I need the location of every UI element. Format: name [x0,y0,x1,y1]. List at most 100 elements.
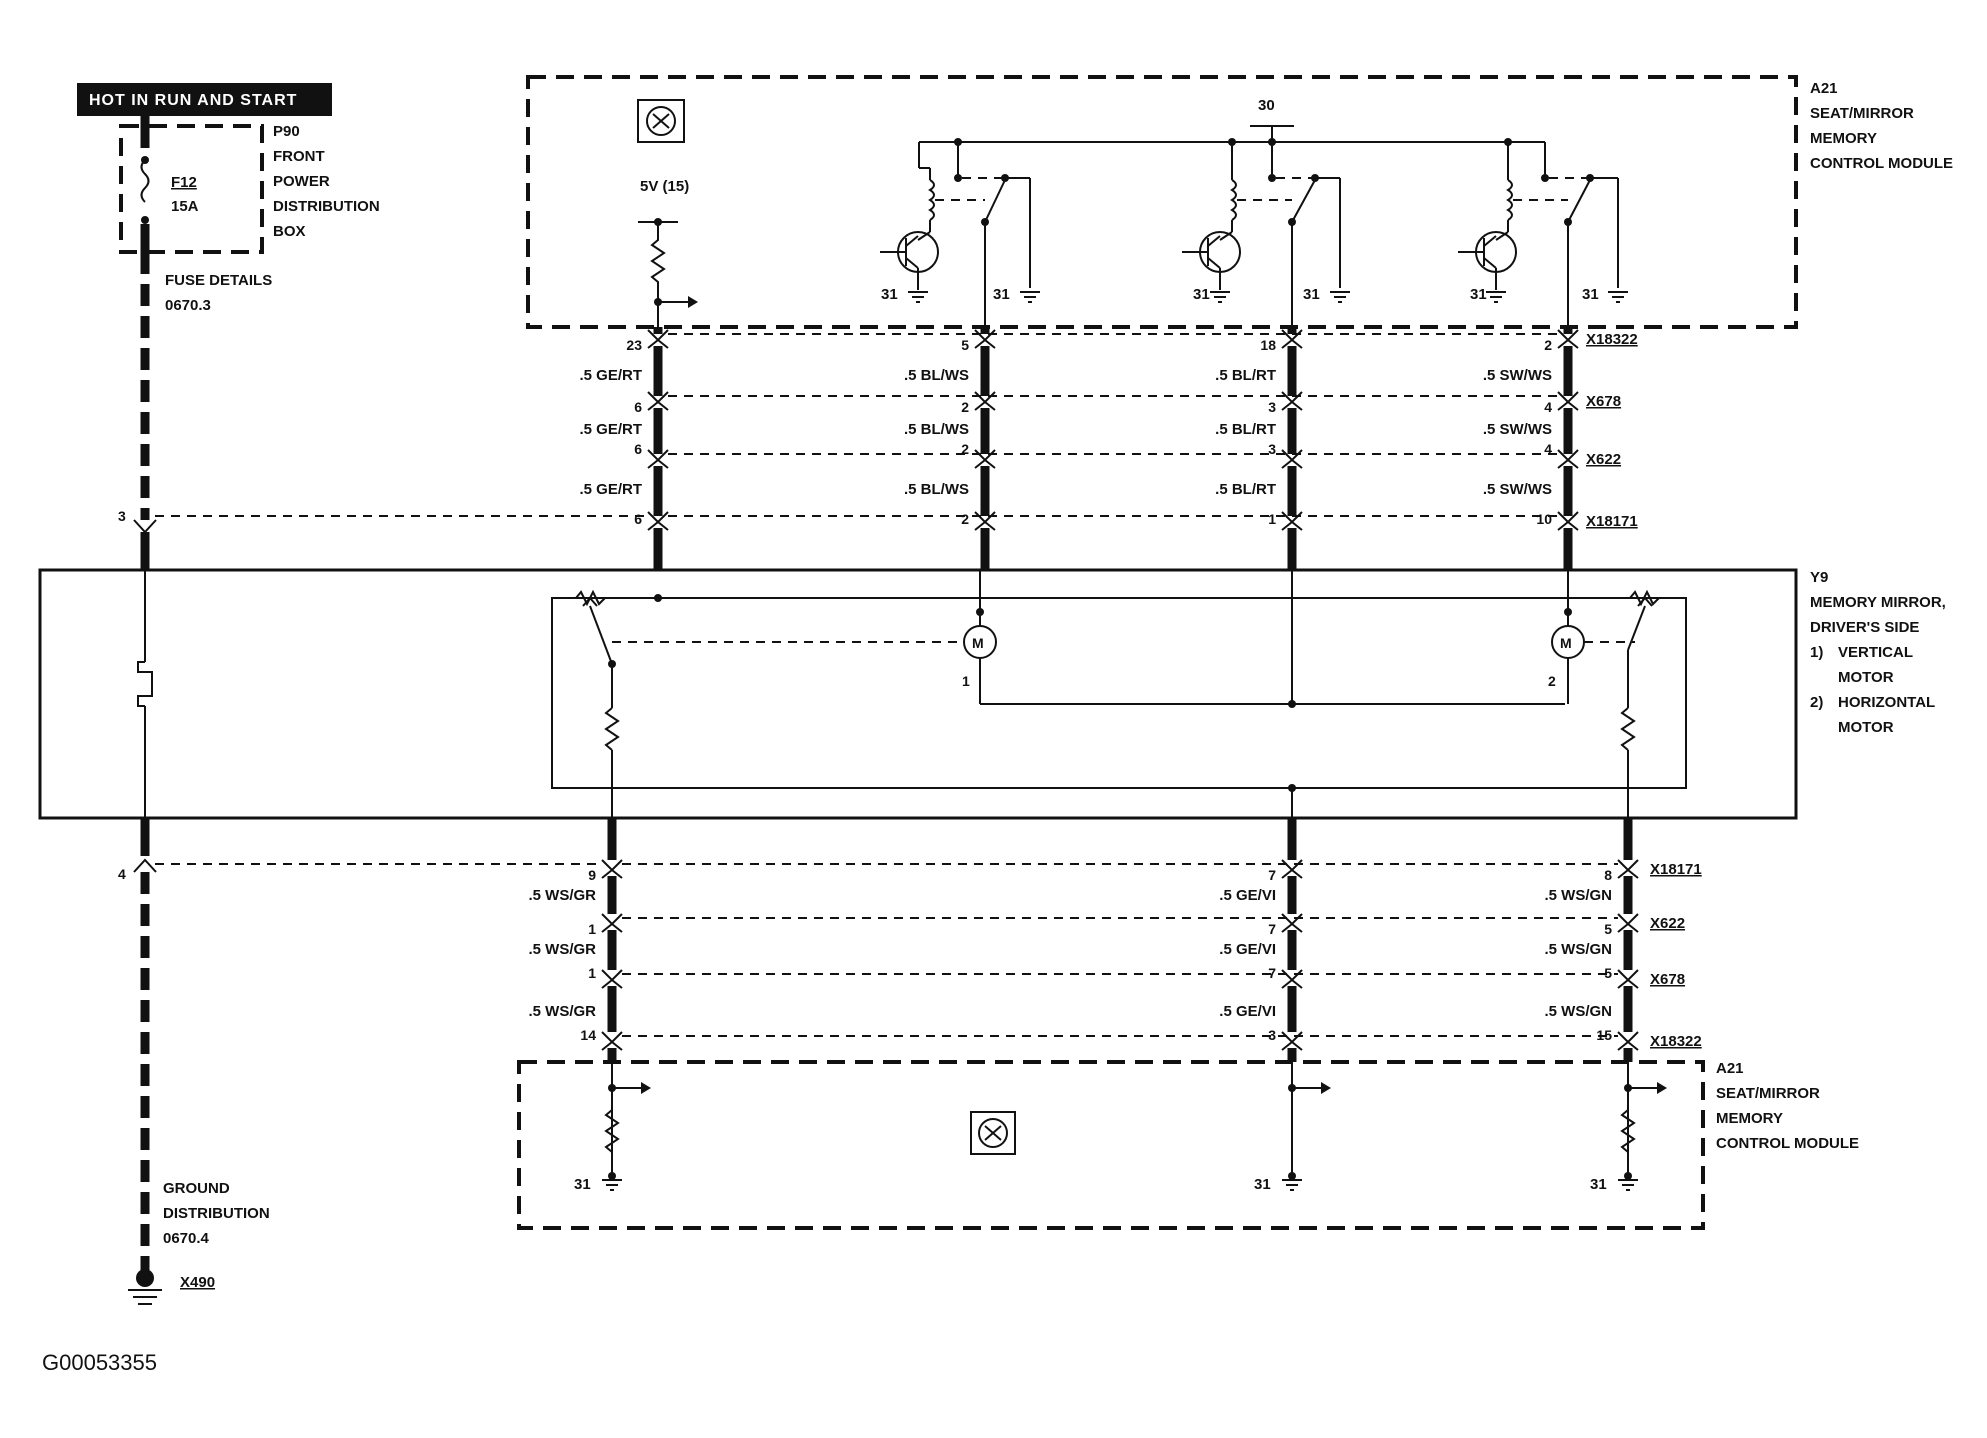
pin-bottom-1-0: 7 [1268,867,1276,883]
pin-top-2-2: 3 [1268,441,1276,457]
ground-31-label-b: 31 [993,286,1010,303]
module-top-line-4: CONTROL MODULE [1810,155,1953,172]
fusebox-line-5: BOX [273,223,306,240]
power-header: HOT IN RUN AND START [77,83,332,116]
pin-top-3-3: 10 [1536,511,1552,527]
wire-color-top-2-a: .5 BL/RT [1215,367,1276,384]
supply-label: 5V (15) [640,178,689,195]
connector-bottom-1: X622 [1650,915,1685,932]
fuse-name: F12 [171,174,197,191]
relay-3: 31 31 [1458,142,1628,303]
wire-color-top-2-b: .5 BL/RT [1215,421,1276,438]
module-top-line-3: MEMORY [1810,130,1877,147]
fusebox-line-4: DISTRIBUTION [273,198,380,215]
module-bottom-line-4: CONTROL MODULE [1716,1135,1859,1152]
mirror-line-7: 2) [1810,694,1823,711]
module-logo-icon [637,99,685,143]
left-pin-top: 3 [118,508,126,524]
mirror-line-4: 1) [1810,644,1823,661]
pin-bottom-2-2: 5 [1604,965,1612,981]
pin-top-1-1: 2 [961,399,969,415]
bottom-ground-31-a: 31 [574,1176,591,1193]
relay-1: 31 31 [880,142,1040,303]
wire-color-bottom-2-b: .5 WS/GN [1544,941,1612,958]
motor1-symbol: M [972,635,984,651]
relay-coil-icon [928,179,935,221]
wire-color-top-0-c: .5 GE/RT [579,481,642,498]
ground-id: X490 [180,1274,215,1291]
relay-coil-icon [1506,179,1513,221]
pin-top-0-1: 6 [634,399,642,415]
bottom-input-2: 31 [1254,1062,1331,1193]
connector-top-3: X18171 [1586,513,1638,530]
module-top-line-2: SEAT/MIRROR [1810,105,1914,122]
ground-line-2: DISTRIBUTION [163,1205,270,1222]
module-logo-icon [970,1111,1016,1155]
pin-bottom-2-0: 8 [1604,867,1612,883]
power-header-label: HOT IN RUN AND START [89,92,297,109]
bottom-input-3: 31 [1590,1062,1667,1193]
bottom-input-1: 31 [574,1062,651,1193]
module-bottom-line-3: MEMORY [1716,1110,1783,1127]
position-resistor-icon [1620,707,1636,751]
motor2-number: 2 [1548,673,1556,689]
mirror-line-1: Y9 [1810,569,1828,586]
fuse-details-line-1: FUSE DETAILS [165,272,272,289]
wire-color-bottom-0-c: .5 WS/GR [528,1003,596,1020]
ground-point-icon [136,1269,154,1287]
ground-31-label-f: 31 [1582,286,1599,303]
fusebox-line-2: FRONT [273,148,325,165]
module-a21-bottom: A21 SEAT/MIRROR MEMORY CONTROL MODULE 31… [517,1060,1859,1230]
ground-31-label-e: 31 [1470,286,1487,303]
pin-top-1-0: 5 [961,337,969,353]
wire-color-top-1-a: .5 BL/WS [904,367,969,384]
wire-color-top-0-a: .5 GE/RT [579,367,642,384]
ground-31-label-c: 31 [1193,286,1210,303]
ground-31-label-a: 31 [881,286,898,303]
pin-top-1-3: 2 [961,511,969,527]
pin-top-3-0: 2 [1544,337,1552,353]
module-bottom-line-1: A21 [1716,1060,1744,1077]
bottom-ground-31-b: 31 [1254,1176,1271,1193]
module-bottom-line-2: SEAT/MIRROR [1716,1085,1820,1102]
wire-color-bottom-1-c: .5 GE/VI [1219,1003,1276,1020]
figure-id: G00053355 [42,1350,157,1375]
connector-bottom-2: X678 [1650,971,1685,988]
wire-color-top-2-c: .5 BL/RT [1215,481,1276,498]
mirror-line-3: DRIVER'S SIDE [1810,619,1919,636]
pullup-resistor-icon [650,222,666,302]
pin-bottom-0-2: 1 [588,965,596,981]
pin-top-3-2: 4 [1544,441,1552,457]
wire-color-top-1-b: .5 BL/WS [904,421,969,438]
pin-top-2-3: 1 [1268,511,1276,527]
heater-element-icon [137,661,153,707]
mirror-line-6: MOTOR [1838,669,1894,686]
motor2-symbol: M [1560,635,1572,651]
wire-color-bottom-2-a: .5 WS/GN [1544,887,1612,904]
wire-color-bottom-0-a: .5 WS/GR [528,887,596,904]
connector-top-2: X622 [1586,451,1621,468]
connector-top-1: X678 [1586,393,1621,410]
pin-bottom-0-0: 9 [588,867,596,883]
wire-color-bottom-1-a: .5 GE/VI [1219,887,1276,904]
fusebox-line-1: P90 [273,123,300,140]
fuse-rating: 15A [171,198,199,215]
relay-2: 31 31 [1182,142,1350,303]
pin-top-2-1: 3 [1268,399,1276,415]
pin-bottom-1-3: 3 [1268,1027,1276,1043]
pin-top-0-2: 6 [634,441,642,457]
connector-bottom-0: X18171 [1650,861,1702,878]
mirror-line-9: MOTOR [1838,719,1894,736]
wire-color-top-3-b: .5 SW/WS [1483,421,1552,438]
wire-color-top-3-a: .5 SW/WS [1483,367,1552,384]
pin-top-1-2: 2 [961,441,969,457]
module-a21-top: A21 SEAT/MIRROR MEMORY CONTROL MODULE 5V… [526,75,1953,329]
connector-top-0: X18322 [1586,331,1638,348]
pin-bottom-0-1: 1 [588,921,596,937]
relay-coil-icon [1230,179,1237,221]
wire-color-top-3-c: .5 SW/WS [1483,481,1552,498]
fuse-icon [140,159,150,203]
signal-arrow-icon [688,296,698,308]
